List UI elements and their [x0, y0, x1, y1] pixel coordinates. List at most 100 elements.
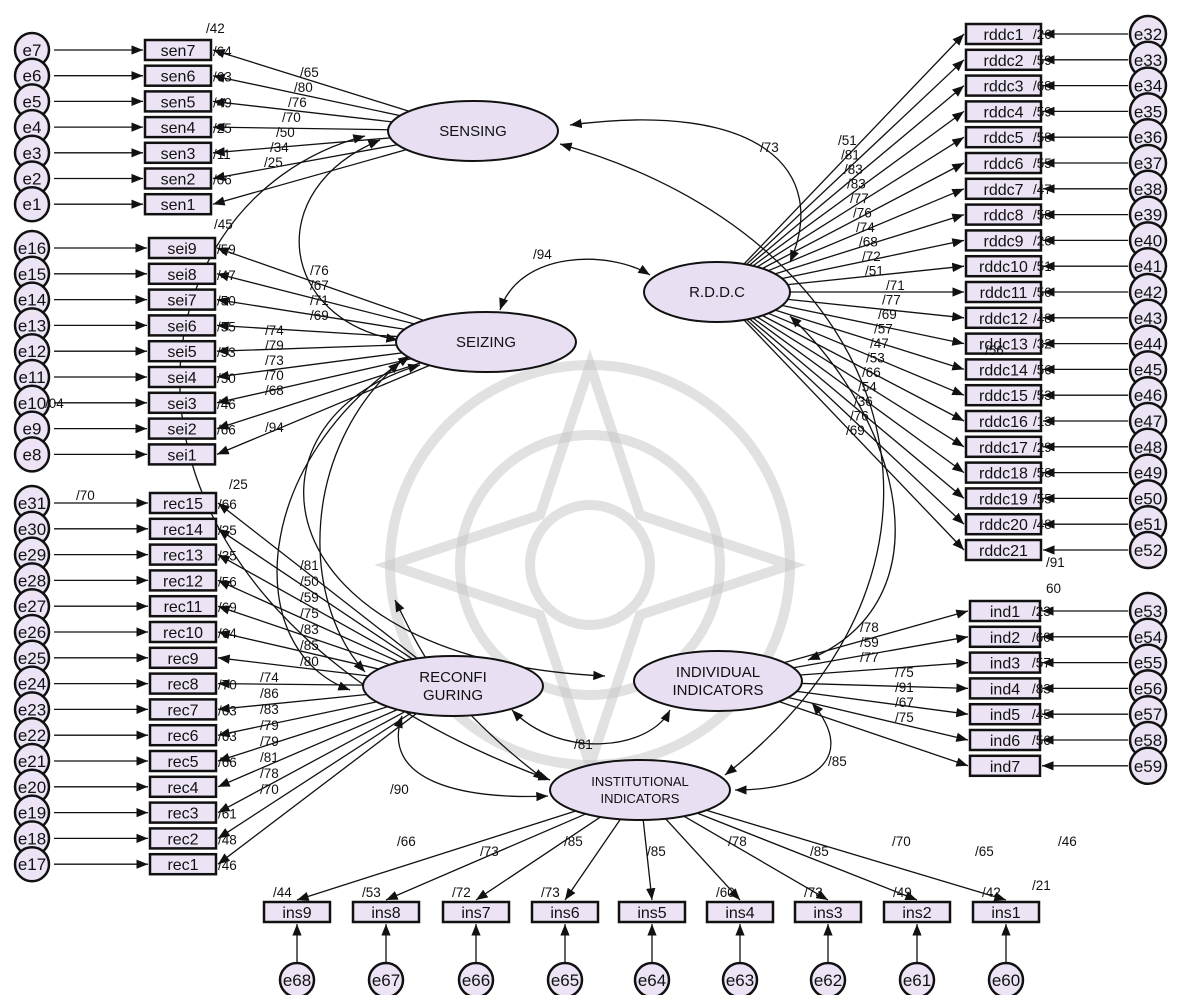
loading-arrow: [796, 690, 969, 718]
error-label-e53: e53: [1134, 602, 1162, 621]
r2-label-sen7: /64: [213, 44, 232, 59]
loading-label-rddc5: /77: [850, 191, 869, 206]
r2-label-ins9: /44: [273, 885, 292, 900]
loading-arrow: [217, 712, 412, 839]
indicator-label-rec11: rec11: [164, 599, 203, 616]
latent-label-institutional-2: INDICATORS: [601, 791, 680, 806]
r2-label-sen4: /25: [213, 121, 232, 136]
indicator-label-rec10: rec10: [163, 625, 203, 642]
coef-sensing-seizing: /94: [265, 420, 284, 435]
indicator-box-sen3: [143, 141, 213, 165]
error-label-e21: e21: [18, 752, 46, 771]
r2-label-sen3: /11: [213, 147, 231, 162]
indicator-label-rddc20: rddc20: [979, 517, 1028, 534]
loading-label-ind7: /75: [895, 710, 914, 725]
indicator-box-ind6: [968, 728, 1042, 752]
coef-seizing-rddc: /94: [533, 247, 552, 262]
loading-label-sen5: /76: [288, 95, 307, 110]
loading-arrow: [217, 693, 367, 713]
error-label-e20: e20: [18, 778, 46, 797]
error-label-e35: e35: [1134, 102, 1162, 121]
indicator-label-sen7: sen7: [161, 43, 196, 60]
error-label-e7: e7: [23, 41, 42, 60]
loading-label-rddc7: /74: [856, 220, 875, 235]
loading-label-sen7: /65: [300, 65, 319, 80]
indicator-label-ind6: ind6: [990, 733, 1020, 750]
loading-label-rddc16: /53: [866, 351, 885, 366]
loading-label-rddc2: /81: [841, 148, 860, 163]
loading-arrow: [217, 654, 369, 677]
indicator-label-sen4: sen4: [161, 120, 196, 137]
loading-arrow: [706, 809, 1007, 902]
r2-label-rddc2: /59: [1033, 53, 1052, 68]
loading-label-sei9: /76: [310, 263, 329, 278]
error-label-e11: e11: [18, 368, 45, 387]
loading-label-rec6: /83: [260, 702, 279, 717]
covariance-seizing-recon: [319, 361, 401, 673]
loading-label-rddc19: /36: [854, 394, 873, 409]
r2-label-sei2: /66: [217, 423, 236, 438]
loading-label-ins2: /65: [975, 844, 994, 859]
error-label-e1: e1: [23, 195, 42, 214]
indicator-box-sei5: [147, 339, 217, 363]
error-label-e48: e48: [1134, 438, 1162, 457]
latent-label-reconfiguring-2: GURING: [423, 687, 483, 704]
loading-label-ins1: /46: [1058, 834, 1077, 849]
error-label-e43: e43: [1134, 309, 1162, 328]
indicator-label-rec15: rec15: [163, 496, 203, 513]
indicator-box-rddc3: [964, 74, 1043, 97]
loading-label-sei6: /69: [310, 308, 329, 323]
indicator-box-rec13: [148, 543, 218, 566]
loading-arrow: [216, 358, 412, 405]
error-label-e54: e54: [1134, 628, 1162, 647]
error-label-e14: e14: [18, 291, 46, 310]
r2-label-sei5: /53: [217, 345, 236, 360]
r2-label-rec6: /63: [218, 729, 237, 744]
error-label-e66: e66: [462, 971, 490, 990]
r2-label-sei3: /46: [217, 397, 236, 412]
indicator-label-ins4: ins4: [725, 905, 754, 922]
loading-label-sei8: /67: [310, 278, 329, 293]
error-label-e27: e27: [18, 597, 46, 616]
indicator-label-rddc9: rddc9: [983, 233, 1023, 250]
loading-label-ind2: /59: [860, 635, 879, 650]
indicator-box-ind3: [968, 651, 1042, 674]
indicator-box-rddc8: [964, 203, 1043, 226]
error-label-e37: e37: [1134, 154, 1162, 173]
r2-label-ind6: /56: [1032, 733, 1051, 748]
indicator-box-ind1: [968, 599, 1042, 623]
loading-arrow: [788, 696, 969, 742]
indicator-label-ins6: ins6: [550, 905, 579, 922]
loading-label-rec2: /78: [260, 766, 279, 781]
loading-arrow: [216, 352, 403, 381]
r2-label-ins6: /73: [541, 885, 560, 900]
loading-arrow: [793, 634, 969, 669]
loading-arrow: [768, 188, 965, 272]
loading-label-rec9: /80: [300, 654, 319, 669]
indicator-label-ind2: ind2: [990, 630, 1020, 647]
r2-label-sen5: /49: [213, 95, 232, 110]
indicator-box-sen2: [143, 167, 213, 190]
indicator-box-ind7: [968, 754, 1042, 778]
error-label-e41: e41: [1134, 257, 1162, 276]
r2-label-rddc11: /50: [1033, 285, 1052, 300]
indicator-label-rec6: rec6: [167, 728, 198, 745]
loading-label-sei3: /73: [265, 353, 284, 368]
error-term-e17: [13, 845, 51, 883]
indicator-box-ins6: [530, 900, 600, 924]
r2-label-sei9: /59: [217, 242, 236, 257]
covariance-sensing-rddc: [569, 118, 802, 263]
error-label-e2: e2: [23, 170, 42, 189]
loading-label-rddc15: /47: [870, 336, 889, 351]
r2-label-sei7: /50: [217, 294, 236, 309]
indicator-label-rddc3: rddc3: [983, 79, 1023, 96]
error-label-e24: e24: [18, 675, 46, 694]
indicator-box-rec10: [148, 620, 218, 644]
indicator-box-sen6: [143, 64, 213, 87]
error-label-e6: e6: [23, 67, 42, 86]
loading-label-rec13: /59: [300, 590, 319, 605]
indicator-label-rddc18: rddc18: [979, 466, 1028, 483]
r2-label-rddc12: /48: [1033, 311, 1052, 326]
indicator-label-rddc12: rddc12: [979, 311, 1028, 328]
error-label-e34: e34: [1134, 77, 1162, 96]
